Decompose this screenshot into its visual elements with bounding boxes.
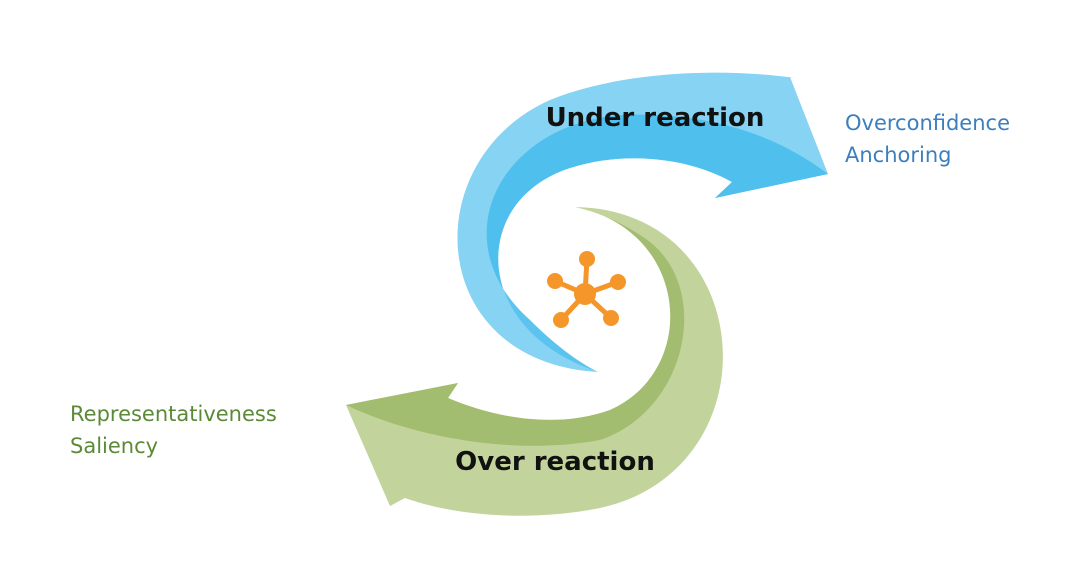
over-reaction-arrow-body: [346, 207, 723, 516]
left-bias-list: Representativeness Saliency: [70, 398, 277, 462]
right-bias-item-overconfidence: Overconfidence: [845, 111, 1011, 135]
under-reaction-label: Under reaction: [546, 103, 765, 133]
right-bias-list: Overconfidence Anchoring: [845, 107, 1010, 171]
over-reaction-label: Over reaction: [455, 447, 655, 477]
over-reaction-arrow: Over reaction: [346, 207, 723, 516]
under-reaction-arrow-shade: [486, 114, 828, 373]
left-bias-item-representativeness: Representativeness: [70, 402, 277, 426]
right-bias-item-anchoring: Anchoring: [845, 143, 952, 167]
left-bias-item-saliency: Saliency: [70, 434, 159, 458]
network-hub-icon: [547, 251, 626, 328]
under-reaction-arrow: Under reaction: [457, 72, 828, 373]
